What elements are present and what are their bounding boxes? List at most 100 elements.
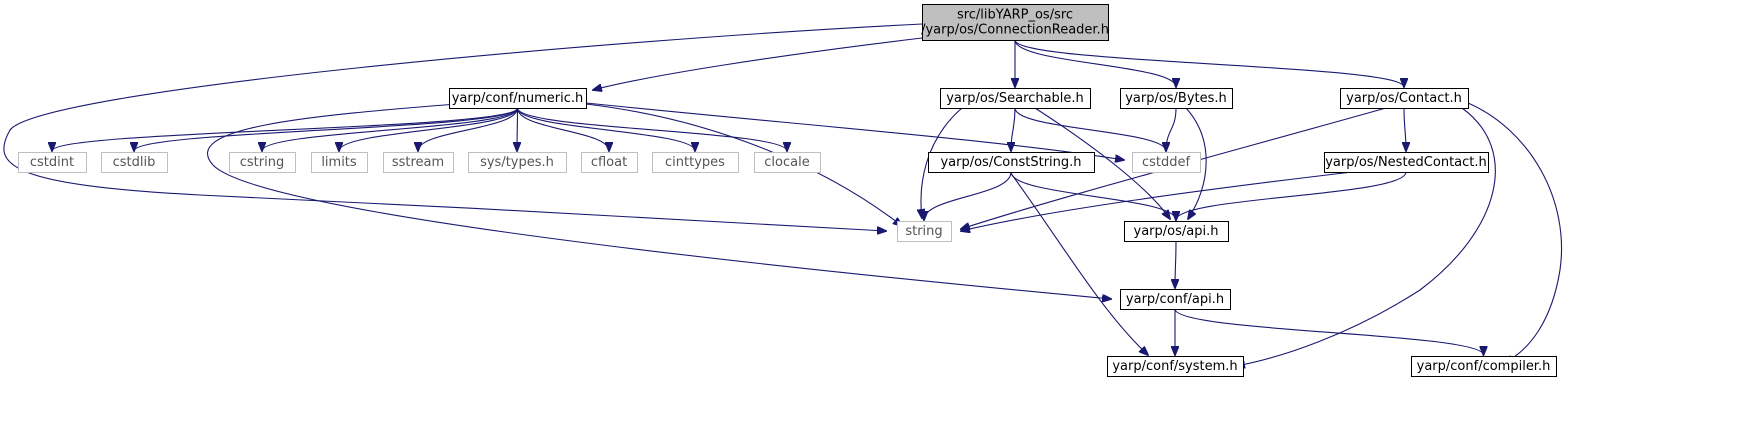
edge-Bytes-to-cstddef bbox=[1166, 107, 1177, 151]
node-box-ConstString bbox=[928, 152, 1095, 173]
node-numeric[interactable]: yarp/conf/numeric.h bbox=[449, 88, 587, 109]
node-box-Bytes bbox=[1120, 88, 1233, 109]
node-label-systypes: sys/types.h bbox=[480, 155, 554, 170]
node-label-osapi: yarp/os/api.h bbox=[1134, 224, 1219, 239]
node-label-cinttypes: cinttypes bbox=[665, 155, 725, 170]
node-ConnectionReader[interactable]: src/libYARP_os/src/yarp/os/ConnectionRea… bbox=[921, 4, 1109, 41]
edge-Searchable-to-cstddef bbox=[1014, 107, 1166, 151]
node-system[interactable]: yarp/conf/system.h bbox=[1107, 356, 1244, 377]
edge-numeric-to-systypes bbox=[517, 107, 518, 151]
edge-numeric-to-cstddef bbox=[585, 102, 1124, 160]
edge-ConstString-to-system bbox=[1009, 171, 1148, 355]
node-Contact[interactable]: yarp/os/Contact.h bbox=[1340, 88, 1469, 109]
node-label-system: yarp/conf/system.h bbox=[1112, 359, 1237, 374]
node-label-Bytes: yarp/os/Bytes.h bbox=[1125, 91, 1227, 106]
node-cfloat: cfloat bbox=[581, 152, 638, 173]
edge-numeric-to-cstring bbox=[262, 107, 519, 151]
edge-ConstString-to-string bbox=[924, 171, 1012, 220]
node-NestedContact[interactable]: yarp/os/NestedContact.h bbox=[1324, 152, 1489, 173]
node-compiler[interactable]: yarp/conf/compiler.h bbox=[1411, 356, 1557, 377]
node-label-ConnectionReader-0: src/libYARP_os/src bbox=[957, 8, 1073, 23]
node-confapi[interactable]: yarp/conf/api.h bbox=[1120, 289, 1231, 310]
edge-numeric-to-cstdlib bbox=[134, 107, 519, 151]
node-box-numeric bbox=[449, 88, 587, 109]
edge-numeric-to-cinttypes bbox=[516, 107, 696, 151]
node-box-cfloat bbox=[581, 152, 638, 173]
edge-numeric-to-cfloat bbox=[516, 107, 610, 151]
node-box-osapi bbox=[1124, 221, 1229, 242]
edge-Searchable-to-ConstString bbox=[1011, 107, 1016, 151]
edge-ConstString-to-osapi bbox=[1010, 171, 1176, 220]
node-box-cstdint bbox=[18, 152, 87, 173]
node-label-confapi: yarp/conf/api.h bbox=[1126, 292, 1224, 307]
edge-Contact-to-string bbox=[961, 107, 1387, 229]
edges-layer bbox=[3, 23, 1562, 366]
edge-numeric-to-confapi bbox=[207, 102, 1111, 299]
node-ConstString[interactable]: yarp/os/ConstString.h bbox=[928, 152, 1095, 173]
node-label-ConstString: yarp/os/ConstString.h bbox=[940, 155, 1081, 170]
node-cstddef: cstddef bbox=[1132, 152, 1201, 173]
edge-numeric-to-limits bbox=[339, 107, 519, 151]
node-string: string bbox=[897, 221, 952, 242]
node-box-cstdlib bbox=[101, 152, 168, 173]
node-label-cstdint: cstdint bbox=[30, 155, 74, 170]
node-label-sstream: sstream bbox=[392, 155, 444, 170]
edge-Contact-to-system bbox=[1236, 107, 1496, 366]
node-cinttypes: cinttypes bbox=[652, 152, 739, 173]
node-label-clocale: clocale bbox=[764, 155, 809, 170]
node-box-Searchable bbox=[940, 88, 1091, 109]
edge-Searchable-to-osapi bbox=[1034, 107, 1170, 219]
node-Bytes[interactable]: yarp/os/Bytes.h bbox=[1120, 88, 1233, 109]
node-label-ConnectionReader-1: /yarp/os/ConnectionReader.h bbox=[921, 23, 1109, 38]
node-clocale: clocale bbox=[754, 152, 821, 173]
node-limits: limits bbox=[311, 152, 368, 173]
node-box-NestedContact bbox=[1324, 152, 1489, 173]
node-label-compiler: yarp/conf/compiler.h bbox=[1417, 359, 1551, 374]
edge-confapi-to-compiler bbox=[1174, 308, 1484, 355]
node-box-cstring bbox=[229, 152, 296, 173]
node-box-system bbox=[1107, 356, 1244, 377]
node-label-numeric: yarp/conf/numeric.h bbox=[452, 91, 584, 106]
edge-numeric-to-cstdint bbox=[52, 107, 519, 151]
edge-numeric-to-clocale bbox=[516, 107, 788, 151]
edge-numeric-to-sstream bbox=[418, 107, 519, 151]
nodes-layer: src/libYARP_os/src/yarp/os/ConnectionRea… bbox=[18, 4, 1557, 377]
node-box-Contact bbox=[1340, 88, 1469, 109]
node-label-cstdlib: cstdlib bbox=[113, 155, 156, 170]
node-cstring: cstring bbox=[229, 152, 296, 173]
node-box-string bbox=[897, 221, 952, 242]
edge-ConnectionReader-to-numeric bbox=[593, 37, 923, 90]
node-cstdint: cstdint bbox=[18, 152, 87, 173]
node-osapi[interactable]: yarp/os/api.h bbox=[1124, 221, 1229, 242]
node-box-cinttypes bbox=[652, 152, 739, 173]
node-box-systypes bbox=[468, 152, 567, 173]
node-label-string: string bbox=[905, 224, 942, 239]
edge-NestedContact-to-osapi bbox=[1176, 171, 1407, 220]
node-box-limits bbox=[311, 152, 368, 173]
edge-numeric-to-string bbox=[585, 103, 902, 226]
node-label-Searchable: yarp/os/Searchable.h bbox=[946, 91, 1084, 106]
node-label-Contact: yarp/os/Contact.h bbox=[1346, 91, 1462, 106]
edge-Contact-to-compiler bbox=[1467, 102, 1562, 363]
edge-Contact-to-NestedContact bbox=[1404, 107, 1406, 151]
node-Searchable[interactable]: yarp/os/Searchable.h bbox=[940, 88, 1091, 109]
node-label-NestedContact: yarp/os/NestedContact.h bbox=[1325, 155, 1487, 170]
node-label-cstring: cstring bbox=[240, 155, 284, 170]
node-systypes: sys/types.h bbox=[468, 152, 567, 173]
node-box-confapi bbox=[1120, 289, 1231, 310]
node-box-ConnectionReader bbox=[922, 4, 1109, 41]
node-box-clocale bbox=[754, 152, 821, 173]
node-box-sstream bbox=[383, 152, 454, 173]
edge-NestedContact-to-string bbox=[961, 171, 1353, 231]
node-box-cstddef bbox=[1132, 152, 1201, 173]
edge-Bytes-to-osapi bbox=[1185, 107, 1207, 219]
edge-ConnectionReader-to-string bbox=[3, 23, 923, 231]
edge-osapi-to-confapi bbox=[1175, 240, 1176, 288]
edge-ConnectionReader-to-Contact bbox=[1014, 39, 1404, 87]
node-label-cfloat: cfloat bbox=[591, 155, 627, 170]
node-cstdlib: cstdlib bbox=[101, 152, 168, 173]
edge-ConnectionReader-to-Bytes bbox=[1014, 39, 1176, 87]
node-sstream: sstream bbox=[383, 152, 454, 173]
node-label-limits: limits bbox=[321, 155, 357, 170]
